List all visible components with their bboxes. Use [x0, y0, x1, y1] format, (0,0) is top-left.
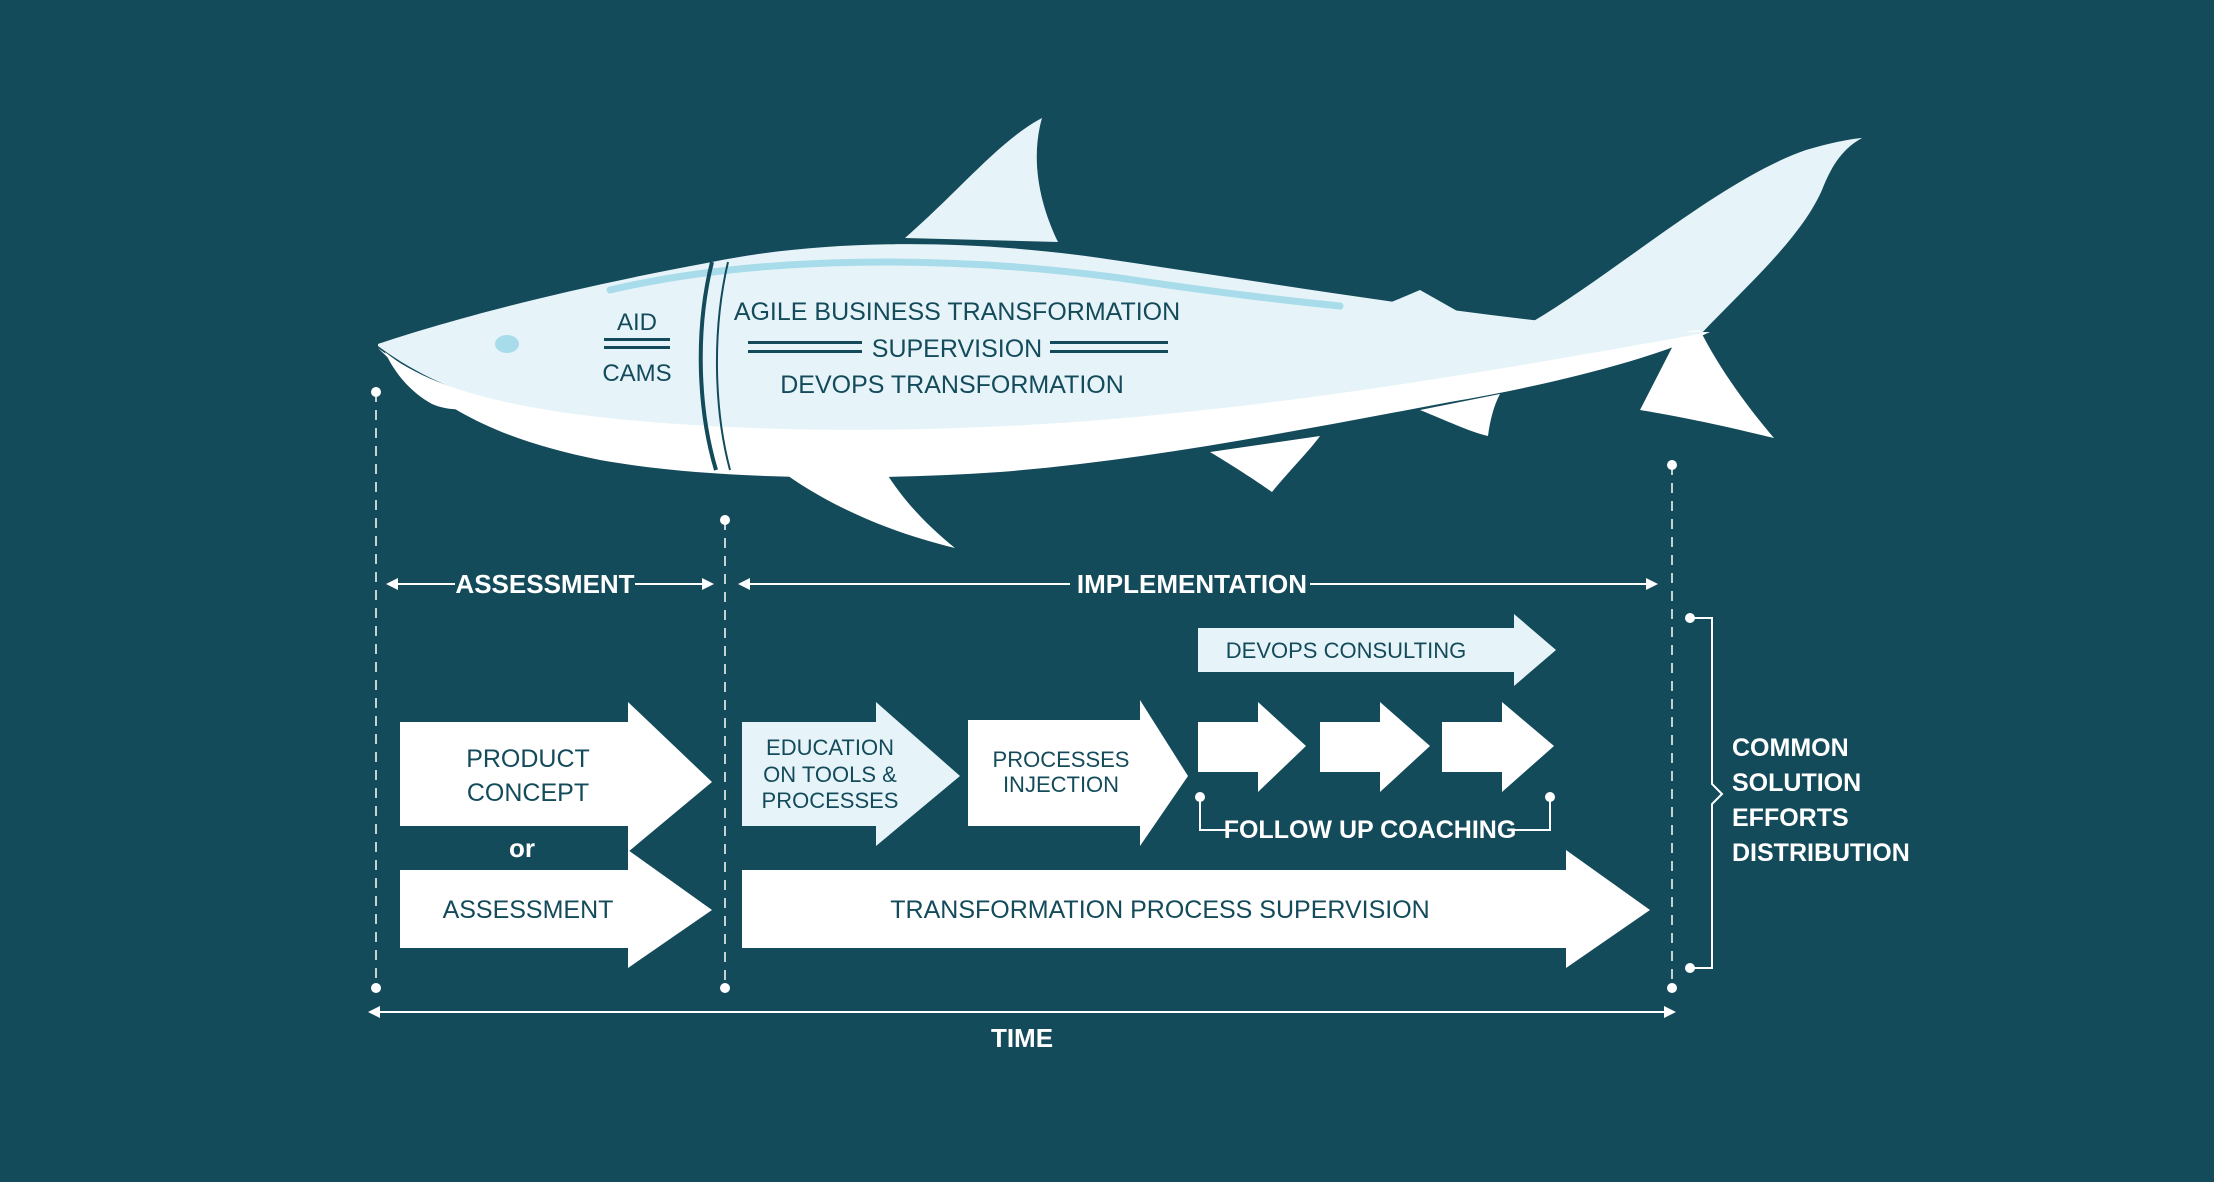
phase-label-assessment: ASSESSMENT	[455, 569, 634, 599]
coaching-bracket-right	[1510, 797, 1551, 831]
coaching-dot-right	[1545, 792, 1555, 802]
shark-text-agile: AGILE BUSINESS TRANSFORMATION	[734, 298, 1180, 326]
shark-gill-line-thin	[715, 261, 731, 471]
effort-label-3: EFFORTS	[1732, 804, 1849, 832]
processes-injection-label-1: PROCESSES	[993, 747, 1130, 772]
phase-arrowheads	[386, 578, 1658, 590]
guide-dot	[720, 515, 730, 525]
coaching-arrow-2	[1320, 702, 1430, 792]
effort-label-2: SOLUTION	[1732, 769, 1861, 797]
shark-pectoral-fin	[780, 462, 955, 548]
devops-consulting-arrow	[1198, 614, 1556, 686]
coaching-arrow-1	[1198, 702, 1306, 792]
arrowhead-right	[702, 578, 714, 590]
coaching-arrow-3	[1442, 702, 1554, 792]
or-label: or	[509, 833, 535, 863]
shark-label-cams: CAMS	[602, 360, 671, 387]
processes-injection-label-2: INJECTION	[1003, 772, 1119, 797]
arrowhead-right	[1646, 578, 1658, 590]
shark-text-devops: DEVOPS TRANSFORMATION	[780, 371, 1124, 399]
supervision-rule-right-2	[1050, 350, 1168, 353]
shark-pelvic-fin	[1210, 436, 1320, 492]
guide-dots	[371, 387, 1677, 993]
effort-bracket-dot-bottom	[1685, 963, 1695, 973]
shark-belly	[378, 332, 1710, 478]
shark-body-upper	[378, 244, 1710, 444]
product-concept-label-1: PRODUCT	[466, 745, 590, 773]
shark-tail-lower	[1640, 330, 1774, 438]
supervision-rule-left-2	[748, 350, 862, 353]
shark-jaw	[385, 352, 500, 410]
guide-dot	[371, 983, 381, 993]
education-label-2: ON TOOLS &	[763, 762, 897, 787]
effort-label-1: COMMON	[1732, 734, 1849, 762]
guide-dot	[1667, 460, 1677, 470]
time-axis-arrowhead-right	[1664, 1006, 1676, 1018]
shark-dorsal-fin	[905, 118, 1058, 242]
education-label-3: PROCESSES	[762, 788, 899, 813]
devops-consulting-label: DEVOPS CONSULTING	[1226, 638, 1466, 663]
phase-label-implementation: IMPLEMENTATION	[1077, 569, 1307, 599]
guide-dot	[1667, 983, 1677, 993]
supervision-rule-right-1	[1050, 341, 1168, 344]
time-axis-label: TIME	[991, 1023, 1053, 1053]
coaching-dot-left	[1195, 792, 1205, 802]
guide-lines	[375, 392, 1673, 988]
assessment-arrow	[400, 850, 712, 968]
transformation-supervision-arrow	[742, 850, 1650, 968]
shark-text-supervision: SUPERVISION	[872, 335, 1042, 363]
shark-eye	[495, 335, 519, 353]
effort-bracket	[1690, 617, 1724, 969]
effort-label-4: DISTRIBUTION	[1732, 839, 1910, 867]
supervision-rule-left-1	[748, 341, 862, 344]
shark-illustration	[378, 118, 1862, 548]
aid-cams-divider-1	[604, 338, 670, 341]
coaching-bracket-left	[1199, 797, 1230, 831]
education-label-1: EDUCATION	[766, 735, 894, 760]
shark-tail-upper	[1532, 138, 1862, 335]
effort-bracket-path	[1690, 617, 1724, 969]
time-axis-arrowhead-left	[368, 1006, 380, 1018]
processes-injection-arrow	[968, 700, 1188, 846]
education-arrow	[742, 702, 960, 846]
effort-bracket-dot-top	[1685, 613, 1695, 623]
aid-cams-divider-2	[604, 346, 670, 349]
guide-dot	[720, 983, 730, 993]
shark-highlight	[606, 258, 1344, 310]
assessment-arrow-label: ASSESSMENT	[443, 896, 614, 924]
product-concept-arrow	[400, 702, 712, 852]
shark-gill-line	[698, 261, 718, 471]
guide-dot	[371, 387, 381, 397]
coaching-bracket	[1199, 797, 1551, 831]
product-concept-label-2: CONCEPT	[467, 779, 589, 807]
shark-anal-fin	[1420, 394, 1500, 436]
shark-label-aid: AID	[617, 309, 657, 336]
follow-up-coaching-label: FOLLOW UP COACHING	[1224, 816, 1517, 844]
transformation-supervision-label: TRANSFORMATION PROCESS SUPERVISION	[890, 896, 1429, 924]
arrowhead-left	[386, 578, 398, 590]
arrowhead-left	[738, 578, 750, 590]
